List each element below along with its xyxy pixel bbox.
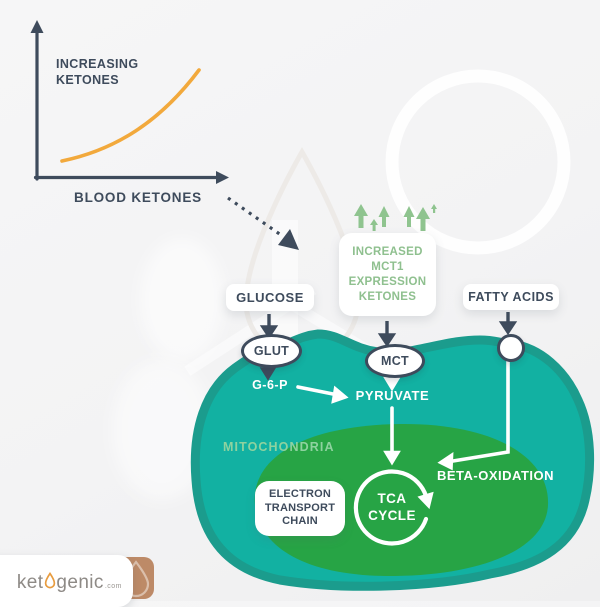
electron-transport-chain-box: ELECTRON TRANSPORT CHAIN <box>255 481 345 536</box>
dotted-arrowhead-icon <box>278 229 299 250</box>
blood-ketones-axis-label: BLOOD KETONES <box>74 190 202 205</box>
beta-oxidation-arrow-icon <box>437 452 454 471</box>
fatty-acids-label-box: FATTY ACIDS <box>463 284 559 310</box>
glucose-label-box: GLUCOSE <box>226 284 314 311</box>
droplet-icon <box>44 571 56 593</box>
watermark-circle <box>385 69 571 255</box>
ketogenic-logo: ket genic .com <box>0 555 133 607</box>
tca-cycle-label: TCA CYCLE <box>368 491 416 523</box>
watermark-blob <box>112 360 212 500</box>
pathway-arrows <box>296 355 510 546</box>
mct-to-pyruvate-arrow-icon <box>383 376 401 392</box>
beta-oxidation-label: BETA-OXIDATION <box>437 468 555 483</box>
mitochondria-body <box>254 423 549 577</box>
dotted-arrow <box>227 196 299 250</box>
logo-wordmark: ket genic .com <box>17 571 122 592</box>
increased-mct1-expression-box: INCREASED MCT1 EXPRESSION KETONES <box>339 233 436 316</box>
ketone-curve <box>60 68 201 163</box>
inset-chart <box>30 20 229 184</box>
pyruvate-to-tca-arrow-icon <box>383 450 401 466</box>
g6p-to-pyruvate-arrow-icon <box>331 385 349 404</box>
increasing-ketones-label: INCREASING KETONES <box>56 57 139 87</box>
logo-tld: .com <box>104 582 122 590</box>
x-axis-arrowhead-icon <box>216 171 229 184</box>
glut-to-g6p-arrow-icon <box>259 367 277 381</box>
increase-up-arrows-icon <box>354 204 437 231</box>
ketones-arrow-icon <box>377 333 397 348</box>
fatty-acids-arrow-icon <box>498 321 518 336</box>
glut-transporter: GLUT <box>241 334 302 368</box>
pyruvate-label: PYRUVATE <box>355 388 430 403</box>
watermark-blob <box>140 238 224 362</box>
tca-cycle-arrowhead-icon <box>417 491 434 510</box>
mitochondria-label: MITOCHONDRIA <box>223 440 335 454</box>
glucose-arrow-icon <box>259 325 279 340</box>
y-axis-arrowhead-icon <box>30 20 44 33</box>
logo-text-post: genic <box>56 571 104 593</box>
fatty-acid-transporter-icon <box>497 334 525 362</box>
g6p-label: G-6-P <box>252 378 288 392</box>
mct-transporter: MCT <box>365 344 425 378</box>
logo-text-pre: ket <box>16 571 44 593</box>
tca-cycle-circle-icon <box>353 469 429 546</box>
